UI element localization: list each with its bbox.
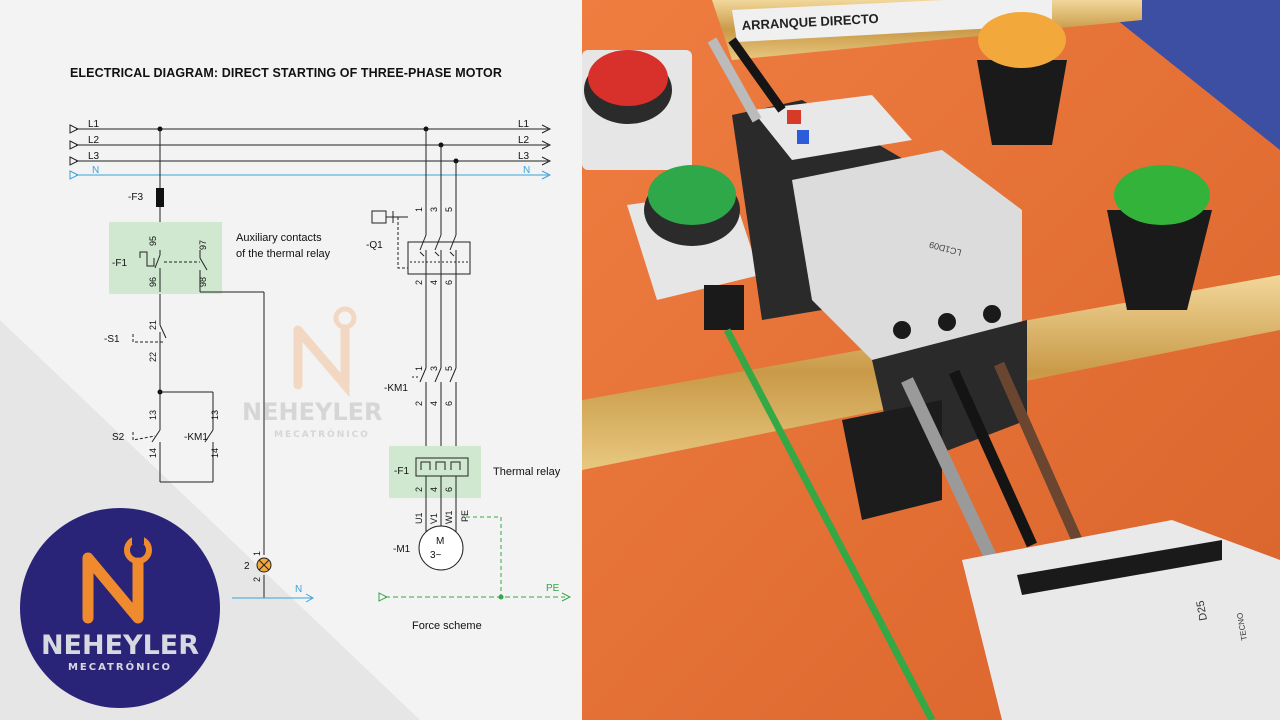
km1-aux-contact-14: 14 (210, 448, 220, 458)
f1-term-4: 4 (429, 487, 439, 492)
h2-terminal-2: 2 (252, 577, 262, 582)
f3-label: -F3 (128, 192, 143, 203)
sign-text: ARRANQUE DIRECTO (741, 11, 879, 33)
watermark-tagline: MECATRÓNICO (274, 430, 370, 440)
line-l1-left: L1 (88, 119, 100, 130)
line-l3-right: L3 (518, 151, 530, 162)
line-l2-right: L2 (518, 135, 530, 146)
f1-aux-highlight (109, 222, 222, 294)
watermark-name: NEHEYLER (242, 398, 383, 426)
km1-term-2: 2 (414, 401, 424, 406)
contactor-km1: LC1D09 (792, 150, 1027, 520)
q1-term-5: 5 (444, 207, 454, 212)
q1-term-3: 3 (429, 207, 439, 212)
s2-label: S2 (112, 432, 125, 443)
line-l1-right: L1 (518, 119, 530, 130)
km1-term-5: 5 (444, 366, 454, 371)
brand-logo-icon (82, 536, 152, 624)
motor-symbol: M (436, 536, 444, 547)
s2-contact-13: 13 (148, 410, 158, 420)
km1-aux-label: -KM1 (184, 432, 208, 443)
q1-label: -Q1 (366, 240, 383, 251)
km1-term-6: 6 (444, 401, 454, 406)
motor-term-v1: V1 (429, 513, 439, 524)
km1-term-4: 4 (429, 401, 439, 406)
force-scheme-caption: Force scheme (412, 620, 482, 632)
h2-terminal-1: 1 (252, 551, 262, 556)
pilot-light-orange (977, 12, 1067, 145)
motor-phase: 3~ (430, 550, 442, 561)
q1-term-6: 6 (444, 280, 454, 285)
f1-note-line2: of the thermal relay (236, 248, 331, 260)
motor-term-u1: U1 (414, 512, 424, 524)
s1-contact-21: 21 (148, 320, 158, 330)
s1-contact-22: 22 (148, 352, 158, 362)
f1-note-line1: Auxiliary contacts (236, 232, 322, 244)
stop-button (582, 50, 692, 170)
f1-label: -F1 (112, 258, 127, 269)
line-n-left: N (92, 165, 99, 176)
f1-contact-98: 98 (198, 277, 208, 287)
f1-contact-97: 97 (198, 240, 208, 250)
motor-term-w1: W1 (444, 511, 454, 525)
watermark-logo (293, 306, 357, 398)
km1-power-label: -KM1 (384, 383, 408, 394)
f1-contact-96: 96 (148, 277, 158, 287)
m1-label: -M1 (393, 544, 411, 555)
q1-term-4: 4 (429, 280, 439, 285)
km1-term-3: 3 (429, 366, 439, 371)
f1-contact-95: 95 (148, 236, 158, 246)
q1-term-1: 1 (414, 207, 424, 212)
brand-tagline: MECATRÓNICO (67, 662, 173, 673)
h2-label: 2 (244, 561, 250, 572)
thermal-relay-highlight (389, 446, 481, 498)
f1-term-6: 6 (444, 487, 454, 492)
motor-m1 (418, 525, 464, 571)
line-l3-left: L3 (88, 151, 100, 162)
start-button (627, 165, 760, 330)
control-n-label: N (295, 584, 302, 595)
cable-brown (993, 361, 1083, 543)
line-l2-left: L2 (88, 135, 100, 146)
panel-3d-scene: ARRANQUE DIRECTO LC1D09 (582, 0, 1280, 720)
s2-contact-14: 14 (148, 448, 158, 458)
line-n-right: N (523, 165, 530, 176)
pilot-light-green (1107, 165, 1212, 310)
brand-badge (20, 508, 220, 708)
fuse-f3 (156, 188, 164, 207)
f1-term-2: 2 (414, 487, 424, 492)
km1-aux-contact-13: 13 (210, 410, 220, 420)
s1-label: -S1 (104, 334, 120, 345)
km1-term-1: 1 (414, 366, 424, 371)
cable-grey (901, 377, 998, 563)
diagram-title: ELECTRICAL DIAGRAM: DIRECT STARTING OF T… (70, 66, 502, 80)
title-sign (732, 0, 1052, 42)
q1-term-2: 2 (414, 280, 424, 285)
motor-term-pe: PE (460, 510, 470, 522)
circuit-breaker: D25 TECNO (962, 520, 1280, 720)
pe-wire (723, 328, 936, 720)
pe-label: PE (546, 583, 560, 594)
thermal-relay-label: Thermal relay (493, 466, 561, 478)
cable-black (948, 369, 1038, 548)
breaker-label: D25 (1195, 600, 1210, 622)
f1-power-label: -F1 (394, 466, 409, 477)
brand-name: NEHEYLER (40, 630, 200, 661)
